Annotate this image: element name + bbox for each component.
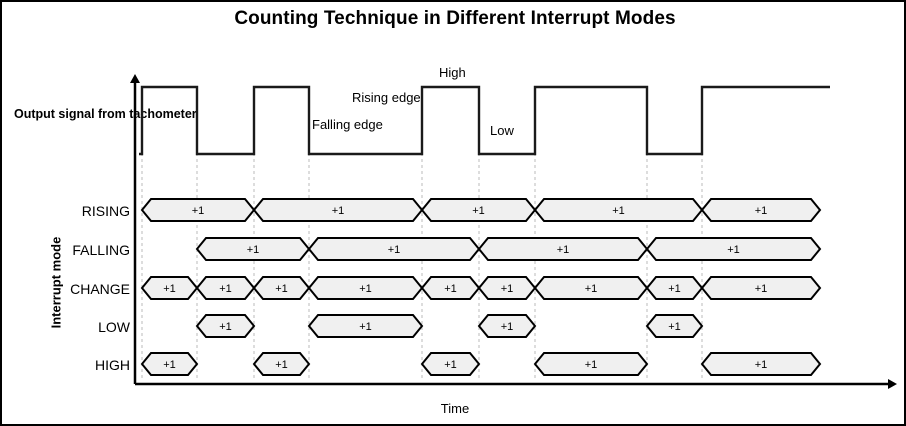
count-box: +1	[533, 352, 649, 376]
count-box: +1	[140, 198, 256, 222]
x-axis-label: Time	[440, 401, 470, 416]
row-label-change: CHANGE	[70, 281, 130, 297]
count-box: +1	[645, 276, 704, 300]
count-box-label: +1	[219, 321, 232, 333]
count-box-shape	[645, 314, 704, 338]
count-box-label: +1	[444, 359, 457, 371]
count-box-shape	[195, 314, 256, 338]
row-label-rising: RISING	[81, 203, 130, 219]
count-box-shape	[252, 352, 311, 376]
count-box-shape	[700, 198, 822, 222]
count-box: +1	[420, 352, 481, 376]
count-box-shape	[477, 314, 537, 338]
x-axis-arrow	[888, 379, 897, 389]
count-box: +1	[307, 276, 424, 300]
count-box-label: +1	[755, 205, 768, 217]
count-box-shape	[420, 352, 481, 376]
count-box: +1	[645, 237, 822, 261]
count-box-label: +1	[668, 321, 681, 333]
count-box-label: +1	[755, 359, 768, 371]
count-box: +1	[477, 314, 537, 338]
count-box-label: +1	[668, 283, 681, 295]
annotation-rising-edge: Rising edge	[352, 90, 421, 105]
count-box: +1	[420, 198, 537, 222]
annotation-low: Low	[490, 123, 514, 138]
count-box-label: +1	[275, 283, 288, 295]
count-box-shape	[700, 352, 822, 376]
count-box: +1	[307, 237, 481, 261]
count-box-label: +1	[444, 283, 457, 295]
count-boxes-group: +1 +1 +1 +1 +1 +1 +1 +1 +1 +1 +1 +1 +1 +1 +1 +1 +1 +1 +1 +1…	[140, 198, 822, 376]
count-box: +1	[252, 198, 424, 222]
count-box-label: +1	[163, 359, 176, 371]
count-box-shape	[140, 352, 199, 376]
count-box-label: +1	[585, 283, 598, 295]
count-box: +1	[252, 352, 311, 376]
waveform-group	[139, 85, 830, 156]
count-box: +1	[195, 237, 311, 261]
count-box-shape	[645, 237, 822, 261]
count-box: +1	[307, 314, 424, 338]
count-box: +1	[420, 276, 481, 300]
y-axis-arrow	[130, 74, 140, 83]
count-box: +1	[477, 276, 537, 300]
row-label-falling: FALLING	[72, 242, 130, 258]
count-box: +1	[140, 276, 199, 300]
axes-group	[130, 74, 897, 389]
count-box-label: +1	[359, 283, 372, 295]
row-label-high: HIGH	[95, 357, 130, 373]
count-box: +1	[533, 276, 649, 300]
count-box-label: +1	[472, 205, 485, 217]
count-box: +1	[140, 352, 199, 376]
count-box-label: +1	[727, 244, 740, 256]
count-box-shape	[307, 314, 424, 338]
count-box: +1	[252, 276, 311, 300]
count-box: +1	[477, 237, 649, 261]
count-box: +1	[533, 198, 704, 222]
count-box-label: +1	[557, 244, 570, 256]
count-box: +1	[645, 314, 704, 338]
tachometer-waveform	[139, 85, 830, 156]
count-box-label: +1	[192, 205, 205, 217]
count-box-shape	[533, 352, 649, 376]
annotation-falling-edge: Falling edge	[312, 117, 383, 132]
count-box-label: +1	[388, 244, 401, 256]
count-box-shape	[700, 276, 822, 300]
count-box-label: +1	[163, 283, 176, 295]
count-box-label: +1	[359, 321, 372, 333]
count-box-label: +1	[501, 283, 514, 295]
row-label-low: LOW	[98, 319, 130, 335]
count-box: +1	[700, 352, 822, 376]
count-box: +1	[195, 276, 256, 300]
count-box: +1	[700, 276, 822, 300]
count-box-label: +1	[755, 283, 768, 295]
count-box: +1	[195, 314, 256, 338]
count-box-label: +1	[501, 321, 514, 333]
count-box-label: +1	[585, 359, 598, 371]
count-box: +1	[700, 198, 822, 222]
count-box-label: +1	[332, 205, 345, 217]
page-title: Counting Technique in Different Interrup…	[234, 8, 676, 29]
count-box-label: +1	[612, 205, 625, 217]
annotation-high: High	[439, 65, 466, 80]
count-box-label: +1	[219, 283, 232, 295]
count-box-label: +1	[275, 359, 288, 371]
count-box-label: +1	[247, 244, 260, 256]
